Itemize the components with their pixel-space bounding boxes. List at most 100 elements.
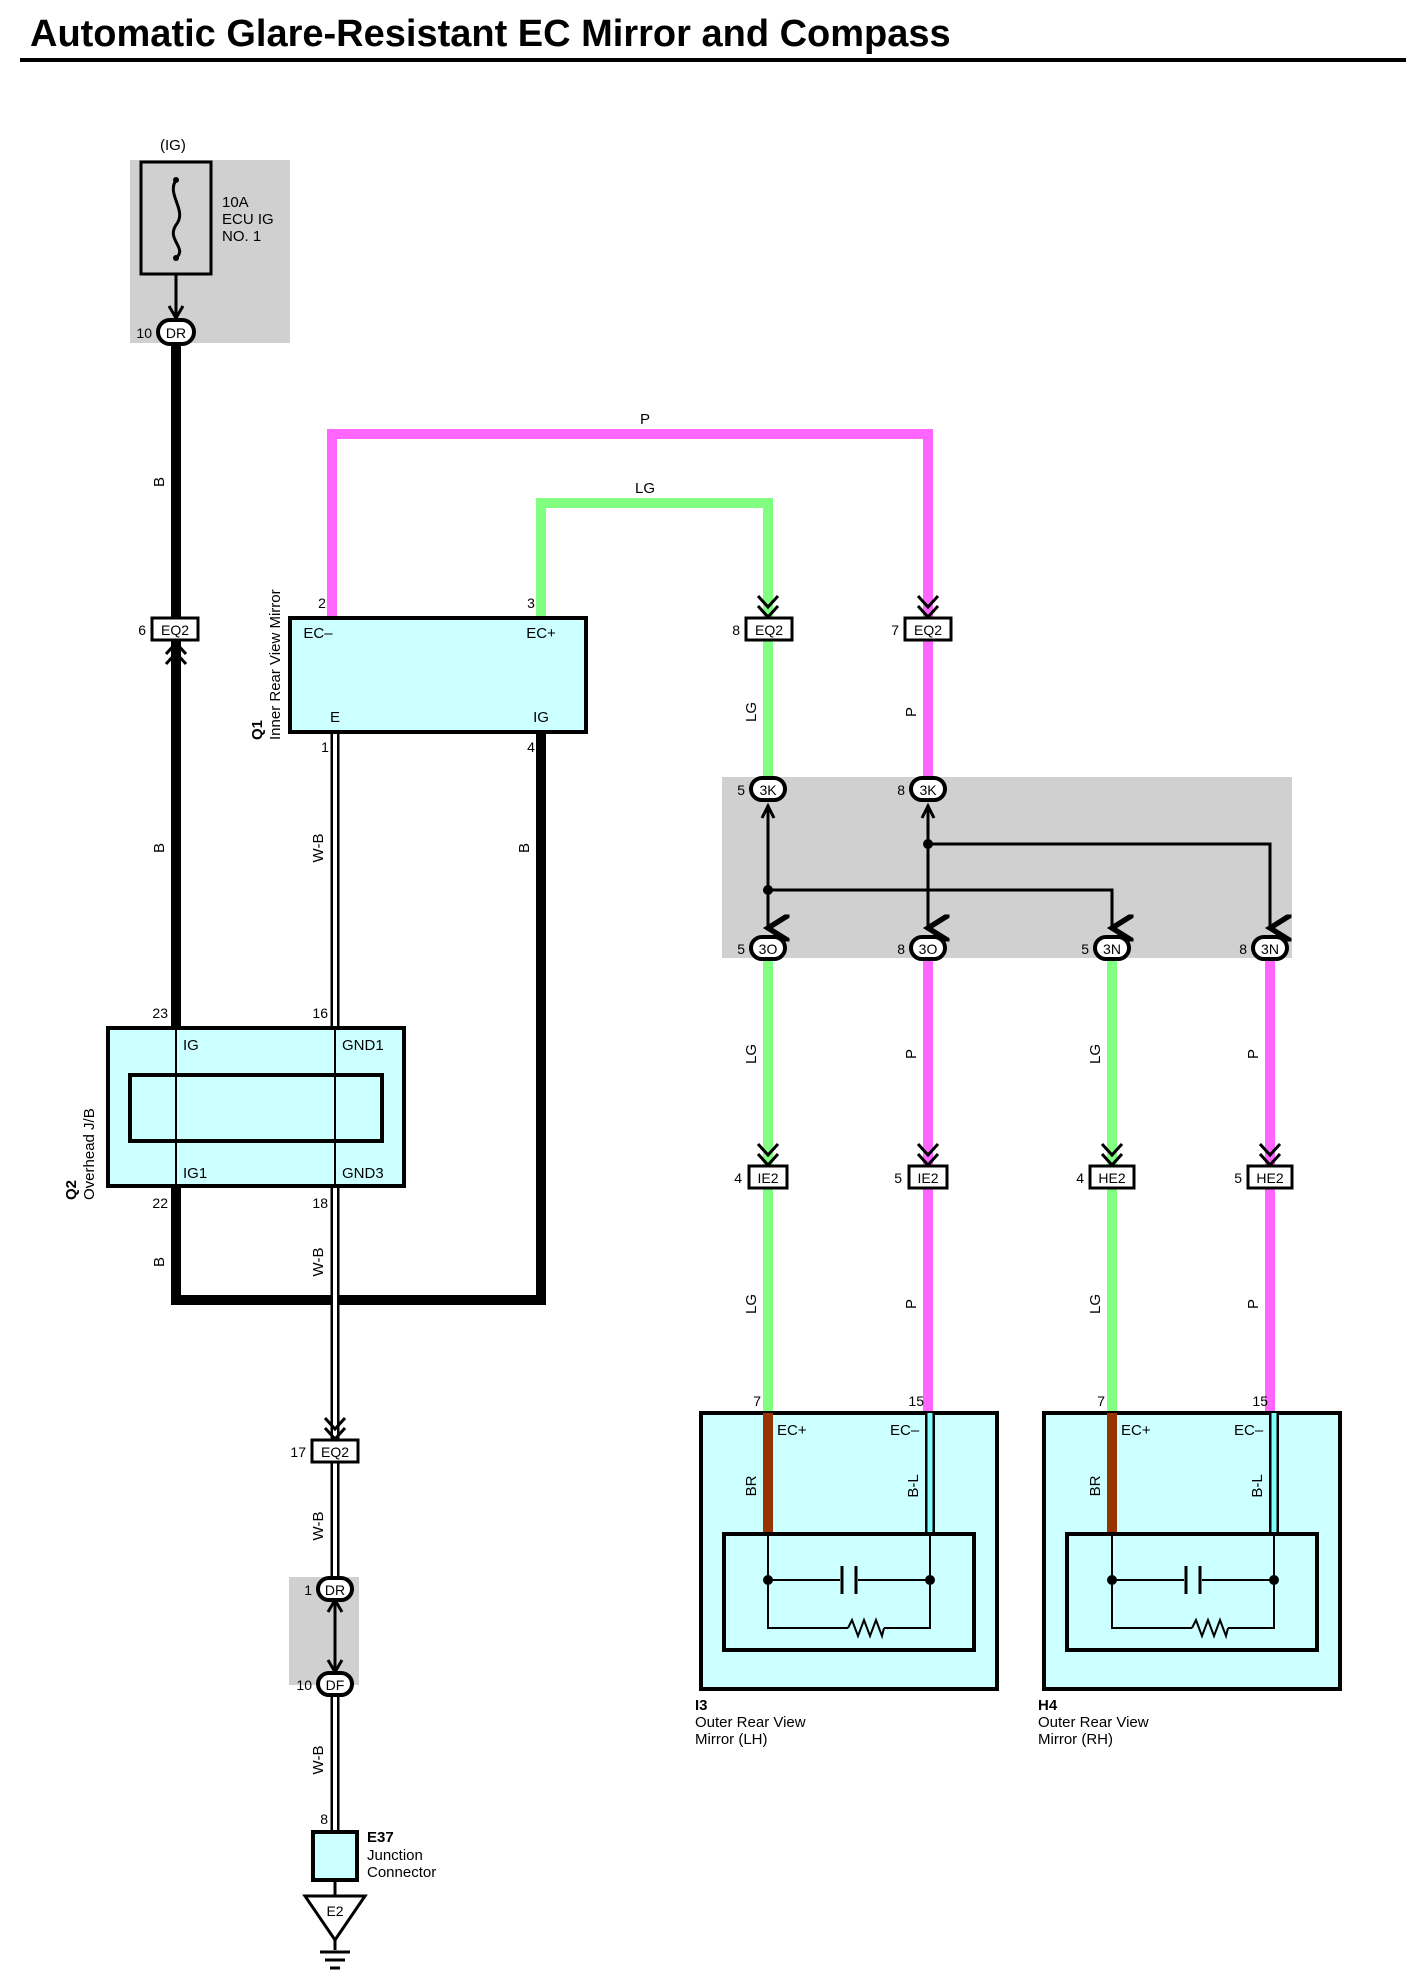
h4-pin-7: 7 [1097, 1393, 1105, 1409]
connector-eq2-6-arrow [164, 640, 188, 666]
q1-term-ec-minus: EC– [303, 625, 333, 642]
e37-id: E37 [367, 1829, 394, 1846]
q1-term-e: E [330, 709, 340, 726]
h4-term-ec-plus: EC+ [1121, 1422, 1151, 1439]
q1-pin-4: 4 [527, 739, 535, 755]
connector-3o-8-pin: 8 [897, 941, 905, 957]
connector-dr-10-code: DR [166, 325, 186, 341]
wire-label-wb-4: W-B [310, 1746, 327, 1775]
connector-dr-10-pin: 10 [136, 325, 152, 341]
wire-label-p-2: P [903, 1049, 920, 1059]
q1-pin-2: 2 [318, 595, 326, 611]
connector-3k-8-code: 3K [919, 782, 937, 798]
wire-label-b-4: B [516, 843, 533, 853]
connector-eq2-7 [903, 616, 953, 642]
q2-term-gnd3: GND3 [342, 1165, 384, 1182]
h4-id: H4 [1038, 1697, 1058, 1714]
connector-ie2-5 [907, 1164, 949, 1190]
connector-eq2-17-code: EQ2 [321, 1444, 349, 1460]
wire-label-lg-4: LG [743, 1294, 760, 1314]
fuse-number: NO. 1 [222, 228, 261, 245]
wire-label-p-top: P [640, 411, 650, 428]
q2-term-ig: IG [183, 1037, 199, 1054]
h4-name-1: Outer Rear View [1038, 1714, 1149, 1731]
connector-3o-5-pin: 5 [737, 941, 745, 957]
junction-arrow-3k5 [760, 802, 776, 819]
wire-label-wb-1: W-B [310, 834, 327, 863]
connector-he2-4 [1088, 1164, 1136, 1190]
wire-lg-q1-top [536, 498, 773, 618]
connector-df-10-code: DF [326, 1677, 345, 1693]
connector-he2-4-pin: 4 [1076, 1170, 1084, 1186]
h4-node-left [1107, 1575, 1117, 1585]
wire-label-b-1: B [151, 477, 168, 487]
i3-id: I3 [695, 1697, 708, 1714]
connector-ie2-5-pin: 5 [894, 1170, 902, 1186]
diagram-title: Automatic Glare-Resistant EC Mirror and … [30, 13, 951, 55]
i3-circuit-left [767, 1536, 848, 1629]
wire-label-wb-2: W-B [310, 1248, 327, 1277]
wire-label-lg-5: LG [1087, 1294, 1104, 1314]
i3-name-2: Mirror (LH) [695, 1731, 768, 1748]
i3-pin-15: 15 [908, 1393, 924, 1409]
connector-eq2-6 [150, 616, 200, 642]
ground-triangle [302, 1894, 368, 1943]
i3-term-ec-minus: EC– [890, 1422, 920, 1439]
connector-eq2-17-pin: 17 [290, 1444, 306, 1460]
q1-inner-rear-view-mirror [288, 616, 588, 734]
wire-label-wb-3: W-B [310, 1512, 327, 1541]
junction-line-to-3n5 [768, 888, 1112, 928]
q2-inner-block [128, 1073, 384, 1143]
h4-node-right [1269, 1575, 1279, 1585]
wire-label-lg-1: LG [743, 702, 760, 722]
wire-label-br-h4: BR [1087, 1475, 1104, 1496]
i3-term-ec-plus: EC+ [777, 1422, 807, 1439]
q2-pin-16: 16 [312, 1005, 328, 1021]
connector-ie2-5-code: IE2 [917, 1170, 938, 1186]
wire-label-lg-3: LG [1087, 1044, 1104, 1064]
ig-label: (IG) [160, 137, 186, 154]
q1-name: Inner Rear View Mirror [267, 589, 284, 740]
connector-eq2-8-code: EQ2 [755, 622, 783, 638]
wire-label-p-5: P [1245, 1299, 1262, 1309]
connector-eq2-17 [310, 1438, 360, 1464]
i3-resistor-icon [847, 1617, 885, 1640]
connector-3o-8-code: 3O [919, 941, 938, 957]
connector-3o-5 [749, 935, 787, 961]
wire-label-p-1: P [903, 707, 920, 717]
q1-term-ec-plus: EC+ [526, 625, 556, 642]
connector-3o-5-code: 3O [759, 941, 778, 957]
wire-label-p-4: P [903, 1299, 920, 1309]
connector-3n-8-pin: 8 [1239, 941, 1247, 957]
connector-ie2-4 [747, 1164, 789, 1190]
h4-term-ec-minus: EC– [1234, 1422, 1264, 1439]
connector-3n-8-code: 3N [1261, 941, 1279, 957]
wire-label-br-i3: BR [743, 1475, 760, 1496]
connector-dr-1-pin: 1 [304, 1582, 312, 1598]
q2-term-ig1: IG1 [183, 1165, 207, 1182]
connector-3n-5-pin: 5 [1081, 941, 1089, 957]
connector-dr-10 [156, 318, 196, 346]
connector-df-10 [316, 1671, 354, 1697]
connector-3k-5-code: 3K [759, 782, 777, 798]
connector-he2-5 [1246, 1164, 1294, 1190]
fuse-terminal-bottom [173, 255, 179, 261]
connector-eq2-7-code: EQ2 [914, 622, 942, 638]
i3-name-1: Outer Rear View [695, 1714, 806, 1731]
connector-he2-5-code: HE2 [1256, 1170, 1283, 1186]
connector-3k-5-pin: 5 [737, 782, 745, 798]
h4-resistor-icon [1191, 1617, 1229, 1640]
wire-label-bl-i3: B-L [905, 1474, 922, 1497]
i3-pin-7: 7 [753, 1393, 761, 1409]
wire-label-lg-2: LG [743, 1044, 760, 1064]
connector-eq2-6-code: EQ2 [161, 622, 189, 638]
wire-label-p-3: P [1245, 1049, 1262, 1059]
h4-ec-element [1065, 1532, 1319, 1652]
connector-ie2-4-code: IE2 [757, 1170, 778, 1186]
q1-term-ig: IG [533, 709, 549, 726]
junction-arrow-3k8 [920, 802, 936, 819]
connector-eq2-6-pin: 6 [138, 622, 146, 638]
h4-circuit-left [1111, 1536, 1192, 1629]
e37-junction-connector [311, 1830, 359, 1882]
